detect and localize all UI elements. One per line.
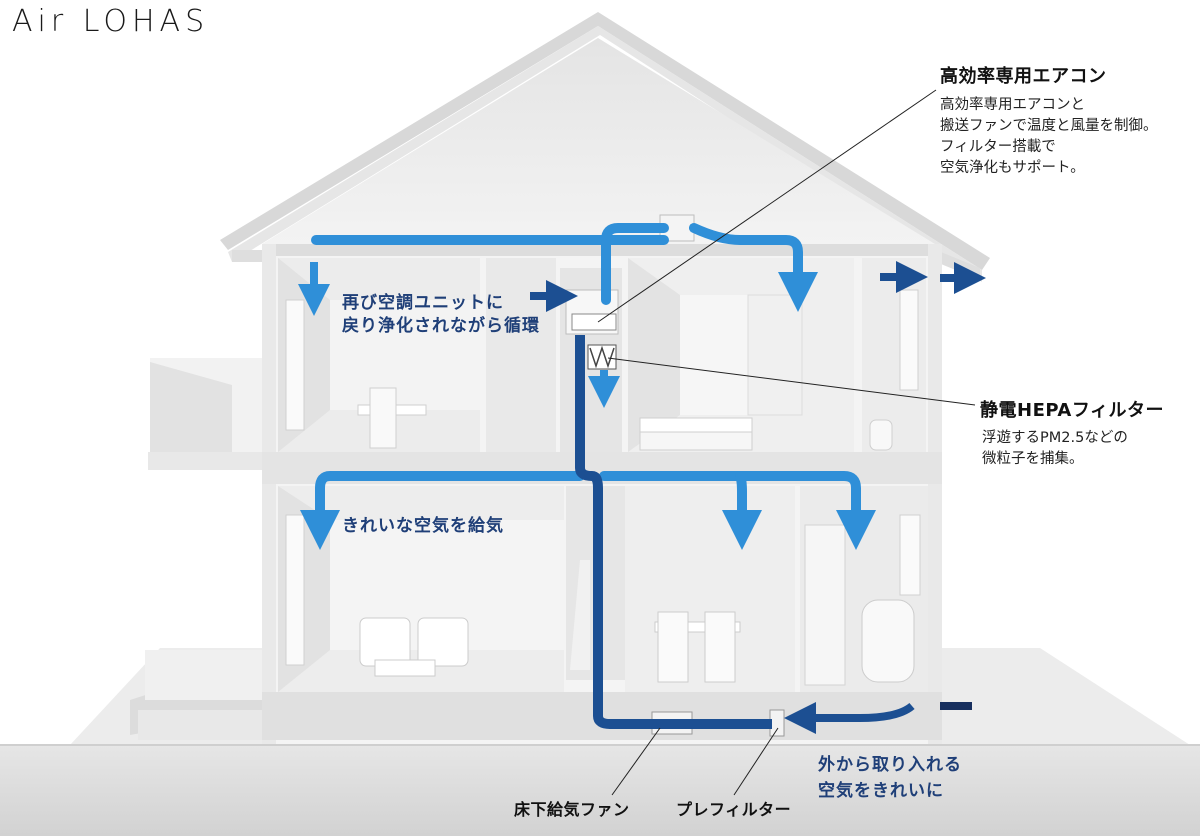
return-air-label: 再び空調ユニットに 戻り浄化されながら循環 <box>342 293 540 336</box>
aircon-callout-title: 高効率専用エアコン <box>940 66 1107 87</box>
deck <box>130 650 270 740</box>
hepa-callout-title: 静電HEPAフィルター <box>980 400 1164 421</box>
leader-underfloor-fan <box>611 727 661 796</box>
duct-lower-loop <box>300 471 876 550</box>
supply-air-label: きれいな空気を給気 <box>342 516 504 536</box>
hepa-callout-body: 浮遊するPM2.5などの 微粒子を捕集。 <box>982 430 1128 467</box>
brand-logo: Air LOHAS <box>12 4 210 39</box>
leader-hepa <box>607 357 976 406</box>
duct-main-riser <box>575 335 772 729</box>
hepa-filter <box>587 344 617 370</box>
duct-upper-loop <box>311 223 818 312</box>
leader-aircon <box>597 89 937 323</box>
aircon-callout-body: 高効率専用エアコンと 搬送ファンで温度と風量を制御。 フィルター搭載で 空気浄化… <box>940 97 1158 176</box>
prefilter-label: プレフィルター <box>676 800 792 819</box>
underfloor-fan-label: 床下給気ファン <box>514 800 630 819</box>
balcony <box>148 358 275 470</box>
airflow-arrow-outside-intake <box>784 702 915 734</box>
leader-prefilter <box>733 727 779 796</box>
lower-floor-rooms <box>278 486 928 692</box>
outside-air-label: 外から取り入れる 空気をきれいに <box>818 755 962 801</box>
